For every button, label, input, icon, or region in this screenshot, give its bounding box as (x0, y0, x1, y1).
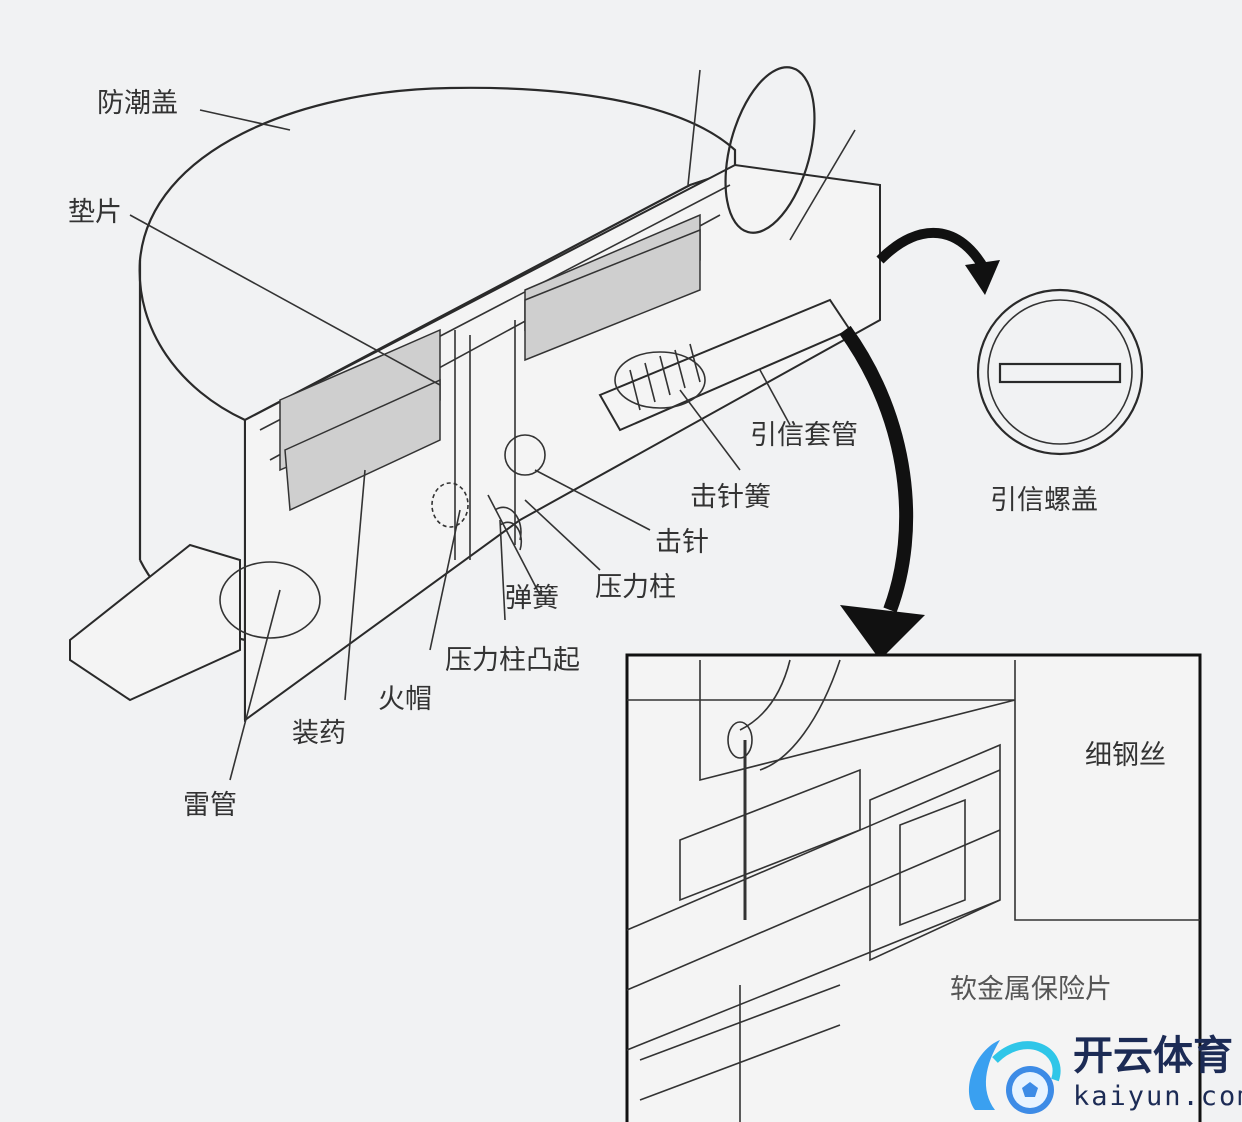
firing-pin-spring-shape (614, 351, 706, 409)
label-pressure-column: 压力柱 (595, 572, 676, 603)
fuze-screw-cap-shape (976, 288, 1144, 456)
leader-lines (129, 69, 1081, 973)
label-spring: 弹簧 (505, 583, 559, 614)
mine-body-section (244, 163, 881, 722)
label-soft-metal-safety-plate: 软金属保险片 (950, 974, 1112, 1005)
watermark-brand: 开云体育 (1073, 1033, 1233, 1079)
arrow-to-inset (839, 325, 914, 613)
label-primer: 火帽 (378, 684, 432, 715)
label-fine-steel-wire: 细钢丝 (1085, 740, 1166, 771)
label-firing-pin: 击针 (655, 527, 709, 558)
label-pressure-column-boss: 压力柱凸起 (445, 645, 580, 676)
moisture-cap-shape (138, 86, 737, 422)
label-firing-pin-spring: 击针簧 (690, 482, 771, 513)
pull-ring (724, 66, 816, 234)
label-charge: 装药 (292, 718, 346, 749)
watermark: 开云体育 kaiyun.com (955, 1030, 1242, 1120)
detail-bolt (69, 543, 241, 702)
arrow-to-screw-cap (876, 227, 990, 273)
watermark-url: kaiyun.com (1073, 1081, 1242, 1112)
label-fuze-sleeve: 引信套管 (750, 420, 858, 451)
label-detonator: 雷管 (183, 790, 237, 821)
watermark-logo-icon (969, 1040, 1061, 1114)
inset-detail (626, 659, 1200, 1122)
label-moisture-cap: 防潮盖 (97, 88, 178, 119)
label-fuze-screw-cap: 引信螺盖 (990, 485, 1098, 516)
label-gasket: 垫片 (68, 197, 122, 228)
charge-block-lower (284, 378, 441, 512)
